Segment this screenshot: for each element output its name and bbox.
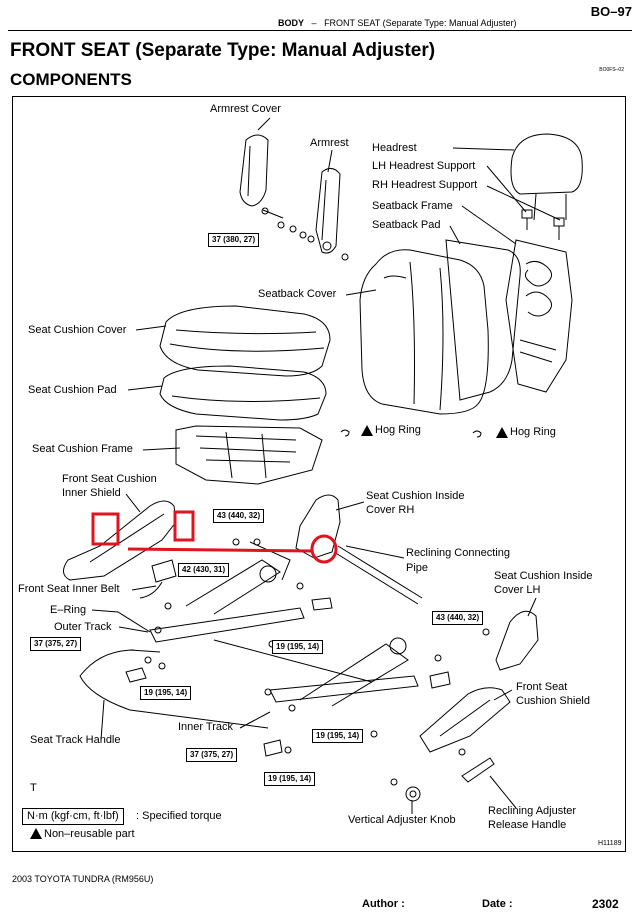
seat-track-handle-part <box>79 649 269 729</box>
torque-42: 42 (430, 31) <box>178 563 230 577</box>
label-outer-track: Outer Track <box>54 621 112 633</box>
legend-unit-desc: : Specified torque <box>136 810 222 822</box>
label-hog-ring-2: Hog Ring <box>510 426 556 438</box>
page-title: FRONT SEAT (Separate Type: Manual Adjust… <box>10 40 436 61</box>
page-code: BO–97 <box>590 4 632 19</box>
page-subtitle: COMPONENTS <box>10 70 132 89</box>
label-seatback-cover: Seatback Cover <box>258 288 337 300</box>
seat-cushion-cover-part <box>159 305 331 377</box>
seat-cushion-pad-part <box>159 365 327 421</box>
label-vertical-adjuster-knob: Vertical Adjuster Knob <box>348 814 456 826</box>
inner-belt-part <box>139 559 177 599</box>
seatback-pad-part <box>445 239 521 401</box>
header-rule <box>8 30 632 31</box>
legend-unit: N·m (kgf·cm, ft·lbf) <box>22 808 124 825</box>
label-e-ring: E–Ring <box>50 604 87 616</box>
torque-37-b: 37 (375, 27) <box>186 748 238 762</box>
torque-19-a: 19 (195, 14) <box>272 640 324 654</box>
label-inside-cover-lh-1: Seat Cushion Inside <box>494 570 593 582</box>
label-release-handle-1: Reclining Adjuster <box>488 805 577 817</box>
torque-armrest: 37 (380, 27) <box>208 233 260 247</box>
section-name: FRONT SEAT (Separate Type: Manual Adjust… <box>324 18 517 28</box>
label-armrest: Armrest <box>310 137 349 149</box>
footer-author: Author : <box>362 898 405 910</box>
label-seat-cushion-frame: Seat Cushion Frame <box>32 443 133 455</box>
outer-track-part <box>149 541 305 643</box>
label-inner-belt: Front Seat Inner Belt <box>18 583 120 595</box>
armrest-cover-part <box>239 134 269 207</box>
label-inner-shield-2: Inner Shield <box>62 487 121 499</box>
label-seat-cushion-cover: Seat Cushion Cover <box>28 324 127 336</box>
label-inside-cover-rh-2: Cover RH <box>366 504 415 516</box>
label-headrest: Headrest <box>372 142 417 154</box>
inner-track-rod <box>213 639 373 683</box>
section-dash: – <box>311 18 317 28</box>
bolts <box>144 538 490 786</box>
label-cushion-shield-2: Cushion Shield <box>516 695 590 707</box>
torque-43-a: 43 (440, 32) <box>213 509 265 523</box>
label-inner-track: Inner Track <box>178 721 234 733</box>
footer-model: 2003 TOYOTA TUNDRA (RM956U) <box>12 874 154 884</box>
torque-43-b: 43 (440, 32) <box>432 611 484 625</box>
label-hog-ring-1: Hog Ring <box>375 424 421 436</box>
label-rh-headrest-support: RH Headrest Support <box>372 179 478 191</box>
torque-19-c: 19 (195, 14) <box>312 729 364 743</box>
footer-page: 2302 <box>592 897 619 911</box>
red-annotations <box>91 510 338 564</box>
label-t-mark: T <box>30 782 37 794</box>
label-lh-headrest-support: LH Headrest Support <box>372 160 476 172</box>
leader-lines <box>91 117 561 814</box>
label-inside-cover-lh-2: Cover LH <box>494 584 541 596</box>
armrest-cover-bolts <box>261 207 315 243</box>
seatback-frame-part <box>505 239 573 393</box>
diagram-frame <box>12 96 626 852</box>
label-inside-cover-rh-1: Seat Cushion Inside <box>366 490 465 502</box>
vertical-adjuster-knob-part <box>405 786 421 802</box>
headrest-supports <box>521 209 565 240</box>
inside-cover-rh-part <box>295 494 341 559</box>
label-seat-cushion-pad: Seat Cushion Pad <box>28 384 117 396</box>
inner-track-part <box>269 637 419 707</box>
label-inner-shield-1: Front Seat Cushion <box>62 473 157 485</box>
label-reclining-pipe-1: Reclining Connecting <box>406 547 510 559</box>
label-seat-track-handle: Seat Track Handle <box>30 734 121 746</box>
label-cushion-shield-1: Front Seat <box>516 681 568 693</box>
torque-19-b: 19 (195, 14) <box>140 686 192 700</box>
figure-id: H11189 <box>598 840 622 847</box>
seatback-cover-part <box>359 249 489 415</box>
inside-cover-lh-part <box>495 610 539 671</box>
reclining-pipe-part <box>333 545 423 605</box>
torque-37-a: 37 (375, 27) <box>30 637 82 651</box>
label-seatback-frame: Seatback Frame <box>372 200 453 212</box>
headrest-part <box>510 133 583 221</box>
label-reclining-pipe-2: Pipe <box>406 562 429 574</box>
label-armrest-cover: Armrest Cover <box>210 103 281 115</box>
track-covers <box>125 597 451 757</box>
footer-date: Date : <box>482 898 513 910</box>
inner-shield-part <box>63 500 177 581</box>
hog-ring-symbols <box>340 429 482 438</box>
label-seatback-pad: Seatback Pad <box>372 219 441 231</box>
section-body: BODY <box>278 18 305 28</box>
label-release-handle-2: Release Handle <box>488 819 567 831</box>
release-handle-part <box>461 757 495 783</box>
torque-19-d: 19 (195, 14) <box>264 772 316 786</box>
diagram-code: BO0FS–02 <box>599 67 624 73</box>
legend-nonreusable: Non–reusable part <box>44 828 135 840</box>
section-header: BODY – FRONT SEAT (Separate Type: Manual… <box>278 18 516 28</box>
seat-cushion-frame-part <box>175 425 323 485</box>
cushion-shield-part <box>419 687 511 753</box>
